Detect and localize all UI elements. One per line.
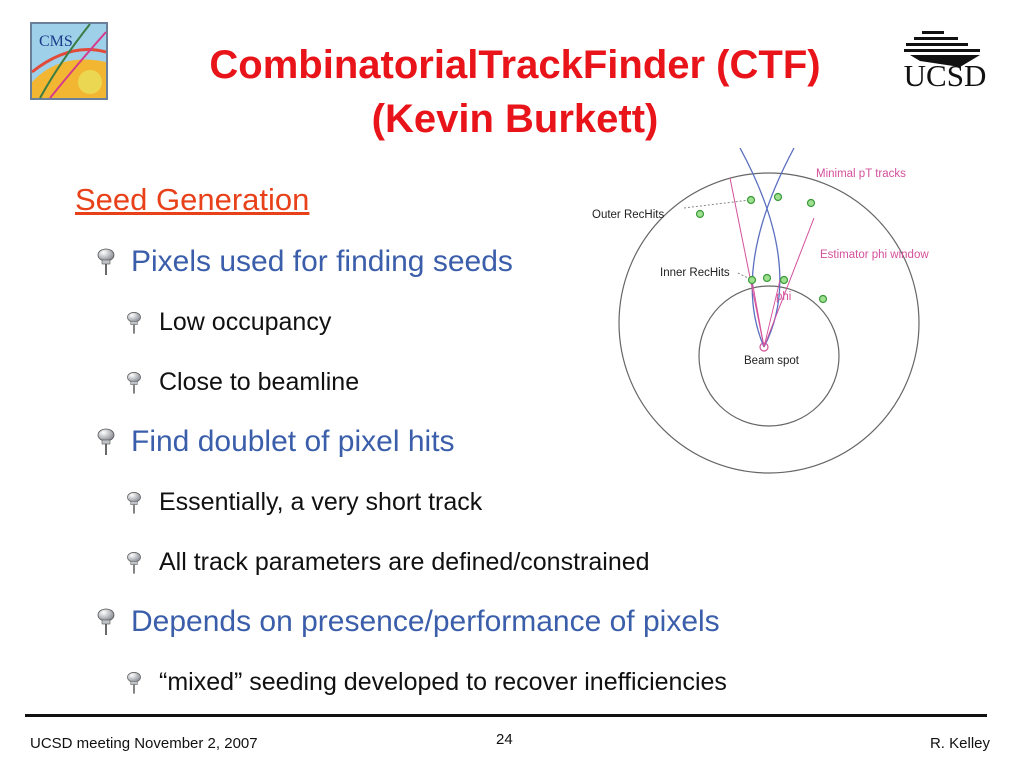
bullet-item: “mixed” seeding developed to recover ine… [125, 668, 727, 697]
label-outer-rechits: Outer RecHits [592, 209, 664, 221]
bullet-text: “mixed” seeding developed to recover ine… [159, 668, 727, 696]
phi-line-left [751, 279, 765, 348]
bullet-text: Close to beamline [159, 368, 360, 396]
pushpin-icon [125, 551, 143, 575]
phi-line-right [763, 279, 781, 348]
bullet-item: Low occupancy [125, 308, 331, 337]
bullet-text: Find doublet of pixel hits [131, 425, 455, 458]
beam-spot-marker [759, 342, 769, 352]
bullet-text: Depends on presence/performance of pixel… [131, 605, 720, 638]
pushpin-icon [95, 428, 117, 456]
bullet-item: Pixels used for finding seeds [95, 245, 513, 279]
pushpin-icon [95, 608, 117, 636]
label-estimator: Estimator phi window [820, 249, 929, 261]
bullet-item: Close to beamline [125, 368, 359, 397]
outer-rechit [746, 195, 756, 205]
title-line-2: (Kevin Burkett) [371, 97, 659, 141]
track-curve-left [751, 148, 795, 348]
bullet-text: Essentially, a very short track [159, 488, 483, 516]
page-number: 24 [496, 731, 513, 748]
bullet-item: Essentially, a very short track [125, 488, 482, 517]
inner-rechit [762, 273, 772, 283]
bullet-text: Low occupancy [159, 308, 332, 336]
track-curve-right [739, 148, 781, 348]
outer-rechit [695, 209, 705, 219]
pushpin-icon [125, 371, 143, 395]
bullet-item: Find doublet of pixel hits [95, 425, 455, 459]
footer-left: UCSD meeting November 2, 2007 [30, 735, 258, 752]
pushpin-icon [95, 248, 117, 276]
footer-right: R. Kelley [929, 735, 990, 752]
bullet-text: All track parameters are defined/constra… [159, 548, 650, 576]
pushpin-icon [125, 491, 143, 515]
svg-text:CMS: CMS [39, 33, 73, 50]
phi-window-left [729, 177, 765, 348]
inner-layer-circle [698, 285, 840, 427]
slide-title: CombinatorialTrackFinder (CTF) (Kevin Bu… [150, 38, 880, 146]
bullet-item: All track parameters are defined/constra… [125, 548, 650, 577]
bullet-text: Pixels used for finding seeds [131, 245, 513, 278]
label-inner-rechits: Inner RecHits [660, 267, 730, 279]
phi-window-right [763, 217, 815, 348]
seed-generation-diagram: Minimal pT tracks Outer RecHits Estimato… [592, 148, 929, 474]
inner-rechit [818, 294, 828, 304]
title-line-1: CombinatorialTrackFinder (CTF) [209, 43, 821, 87]
inner-rechit [747, 275, 757, 285]
ucsd-wordmark: UCSD [903, 58, 987, 93]
pushpin-icon [125, 311, 143, 335]
section-heading: Seed Generation [75, 182, 310, 217]
footer-rule [25, 714, 987, 717]
label-minimal-pt: Minimal pT tracks [816, 168, 906, 180]
outer-rechit [806, 198, 816, 208]
label-beam-spot: Beam spot [744, 355, 800, 367]
outer-layer-circle [618, 172, 920, 474]
outer-rechit [773, 192, 783, 202]
inner-rechit [779, 275, 789, 285]
ucsd-logo [904, 31, 980, 67]
outer-hits-connector [683, 199, 751, 209]
bullet-item: Depends on presence/performance of pixel… [95, 605, 720, 639]
pushpin-icon [125, 671, 143, 695]
cms-logo: CMS [30, 22, 108, 100]
label-phi: phi [776, 291, 791, 303]
